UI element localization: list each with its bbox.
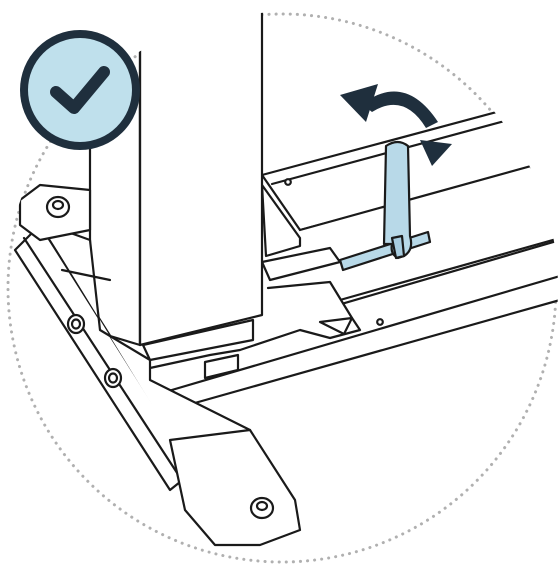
side-rail-bolt: [103, 367, 123, 389]
allen-key-tool: [338, 140, 432, 272]
rail-screw-hole: [376, 318, 384, 326]
foot-bolt: [249, 496, 275, 520]
rotate-clockwise-arrow-icon: [340, 84, 452, 166]
correct-check-badge: [20, 30, 140, 150]
table-leg-column: [88, 12, 264, 362]
foot-bolt: [45, 195, 71, 219]
rail-screw-hole: [284, 178, 292, 186]
side-rail-bolt: [66, 313, 86, 335]
side-rail: [13, 220, 252, 492]
checkmark-icon: [50, 66, 110, 114]
